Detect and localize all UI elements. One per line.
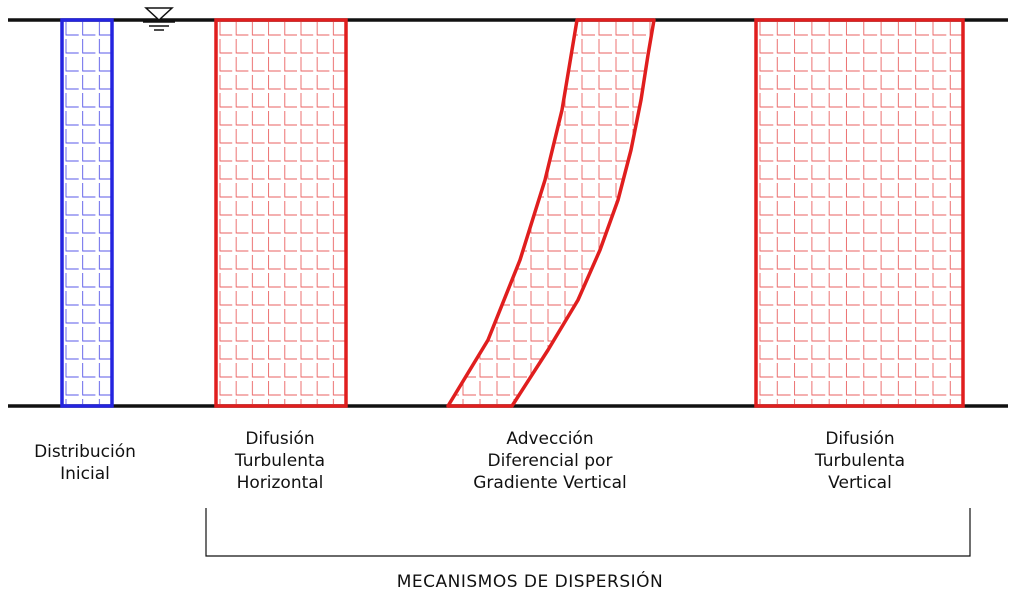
label-line: Vertical (828, 473, 892, 493)
label-line: Distribución (34, 442, 136, 462)
vertical-diffusion-column (754, 18, 965, 408)
label-line: Diferencial por (487, 451, 613, 471)
mechanisms-bracket (205, 508, 971, 557)
label-initial-distribution: Distribución Inicial (10, 441, 160, 485)
initial-distribution-column (60, 18, 114, 408)
label-vertical-diffusion: Difusión Turbulenta Vertical (785, 428, 935, 494)
label-line: Turbulenta (814, 451, 906, 471)
advection-column (446, 18, 656, 408)
label-line: Advección (506, 429, 594, 449)
label-line: Turbulenta (234, 451, 326, 471)
label-horizontal-diffusion: Difusión Turbulenta Horizontal (205, 428, 355, 494)
horizontal-diffusion-column (214, 18, 348, 408)
water-surface-icon (143, 7, 175, 31)
label-line: Difusión (825, 429, 895, 449)
label-advection: Advección Diferencial por Gradiente Vert… (465, 428, 635, 494)
mechanisms-title: MECANISMOS DE DISPERSIÓN (396, 572, 664, 592)
label-line: Gradiente Vertical (473, 473, 627, 493)
label-line: Horizontal (236, 473, 324, 493)
label-line: Difusión (245, 429, 315, 449)
label-line: Inicial (60, 464, 110, 484)
